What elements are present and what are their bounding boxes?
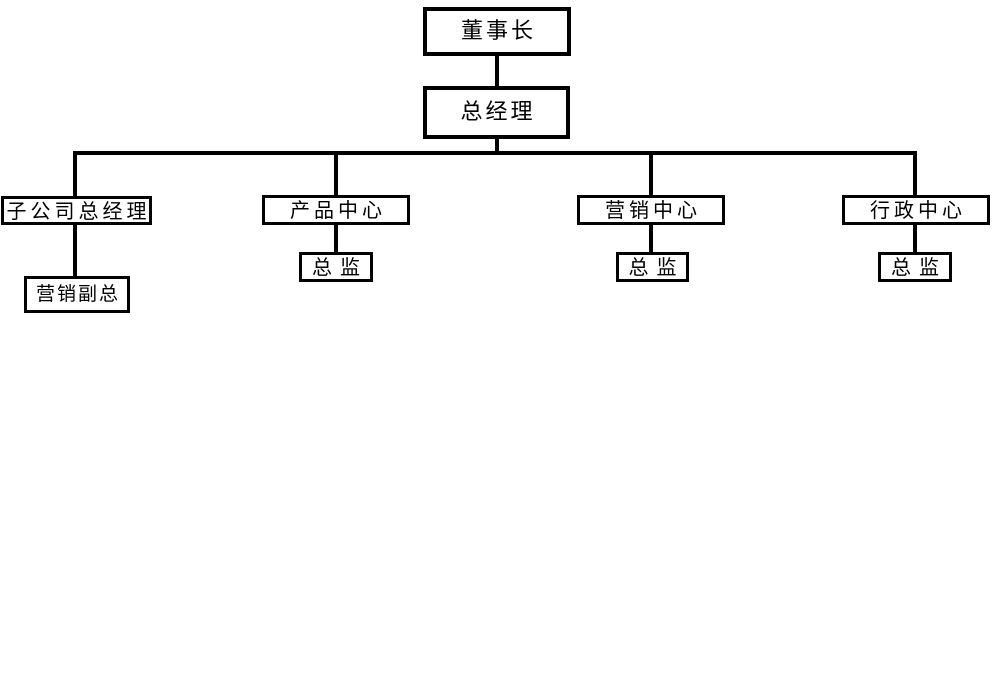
org-node-marketing-director: 总监	[616, 252, 689, 282]
connector-drop-admin-center	[913, 155, 917, 195]
connector-productcenter-director	[334, 225, 338, 252]
org-node-admin-center: 行政中心	[842, 195, 990, 225]
org-node-chairman: 董事长	[423, 7, 571, 56]
connector-gm-trunk	[495, 139, 499, 153]
connector-drop-subsidiary-gm	[73, 155, 77, 196]
org-node-product-center: 产品中心	[262, 195, 410, 225]
connector-chairman-gm	[495, 56, 499, 86]
connector-horizontal-rail	[73, 151, 917, 155]
connector-drop-marketing-center	[649, 155, 653, 195]
connector-drop-product-center	[334, 155, 338, 195]
org-node-admin-director: 总监	[878, 252, 952, 282]
org-node-general-manager: 总经理	[423, 86, 570, 139]
org-node-subsidiary-gm: 子公司总经理	[1, 196, 152, 225]
org-node-product-director: 总监	[299, 252, 373, 282]
org-node-marketing-vp: 营销副总	[24, 276, 130, 313]
org-node-marketing-center: 营销中心	[577, 195, 725, 225]
connector-admincenter-director	[913, 225, 917, 252]
connector-subsidiarygm-marketingvp	[73, 225, 77, 276]
connector-marketingcenter-director	[649, 225, 653, 252]
